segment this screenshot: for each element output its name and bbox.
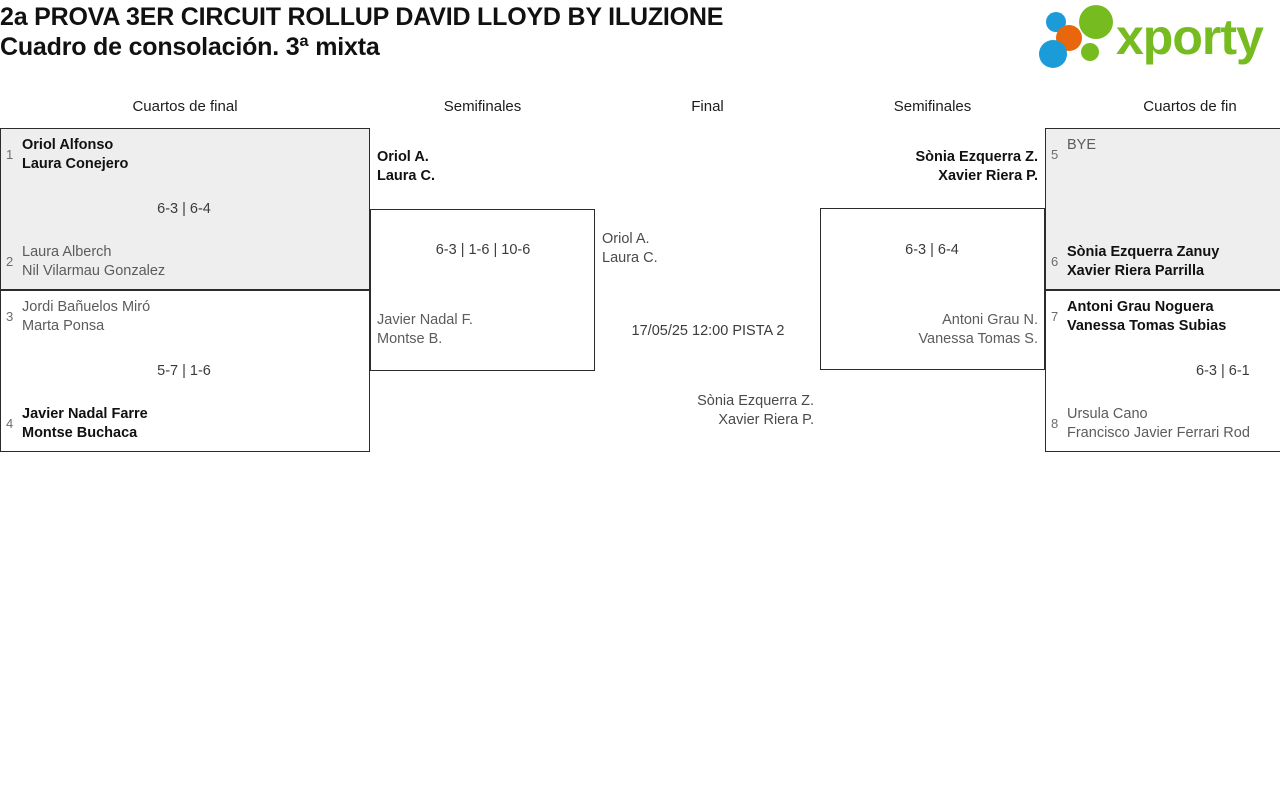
player-1: Oriol Alfonso [22, 137, 114, 153]
team-names: Oriol A. Laura C. [602, 230, 658, 268]
team-qf1-top[interactable]: 1 Oriol Alfonso Laura Conejero [6, 136, 362, 174]
column-header-qf-left: Cuartos de final [132, 98, 238, 115]
team-qf3-top[interactable]: 5 BYE [1051, 136, 1280, 164]
match-box-qf2[interactable] [0, 290, 370, 452]
seed-number: 6 [1051, 254, 1059, 269]
match-box-qf3[interactable] [1045, 128, 1280, 290]
team-names: Laura Alberch Nil Vilarmau Gonzalez [22, 243, 165, 281]
player-2: Laura C. [602, 250, 658, 266]
seed-number: 5 [1051, 147, 1059, 162]
player-2: Montse B. [377, 331, 443, 347]
seed-number: 7 [1051, 309, 1059, 324]
column-header-sf-left: Semifinales [443, 98, 522, 115]
player-1: Javier Nadal F. [377, 312, 473, 328]
player-1: Sònia Ezquerra Z. [697, 393, 814, 409]
page-header: 2a PROVA 3ER CIRCUIT ROLLUP DAVID LLOYD … [0, 0, 1280, 90]
score-qf2: 5-7 | 1-6 [157, 363, 211, 379]
team-names: Javier Nadal Farre Montse Buchaca [22, 405, 148, 443]
score-final: 17/05/25 12:00 PISTA 2 [631, 323, 785, 339]
score-qf1: 6-3 | 6-4 [157, 201, 211, 217]
team-sf-left-top[interactable]: Oriol A. Laura C. [377, 148, 589, 186]
team-names: Antoni Grau Noguera Vanessa Tomas Subias [1067, 298, 1226, 336]
seed-number: 8 [1051, 416, 1059, 431]
player-1: Sònia Ezquerra Zanuy [1067, 244, 1220, 260]
team-names: Ursula Cano Francisco Javier Ferrari Rod [1067, 405, 1250, 443]
logo-dot-green-small [1081, 43, 1099, 61]
score-qf4: 6-3 | 6-1 [1196, 363, 1250, 379]
team-qf2-top[interactable]: 3 Jordi Bañuelos Miró Marta Ponsa [6, 298, 362, 336]
team-sf-left-bottom[interactable]: Javier Nadal F. Montse B. [377, 311, 589, 349]
player-1: Oriol A. [377, 149, 429, 165]
column-header-final: Final [691, 98, 724, 115]
team-qf4-top[interactable]: 7 Antoni Grau Noguera Vanessa Tomas Subi… [1051, 298, 1280, 336]
match-box-sf-right[interactable] [820, 208, 1045, 370]
seed-number: 3 [6, 309, 14, 324]
match-box-qf1[interactable] [0, 128, 370, 290]
player-2: Laura C. [377, 168, 436, 184]
team-names: Jordi Bañuelos Miró Marta Ponsa [22, 298, 150, 336]
player-2: Francisco Javier Ferrari Rod [1067, 425, 1250, 441]
team-names: Javier Nadal F. Montse B. [377, 311, 473, 349]
player-1: BYE [1067, 137, 1097, 153]
player-2: Xavier Riera P. [938, 168, 1038, 184]
column-header-qf-right: Cuartos de fin [1143, 98, 1237, 115]
team-names: Oriol A. Laura C. [377, 148, 435, 186]
team-sf-right-top[interactable]: Sònia Ezquerra Z. Xavier Riera P. [826, 148, 1038, 186]
title-block: 2a PROVA 3ER CIRCUIT ROLLUP DAVID LLOYD … [0, 2, 1020, 62]
player-1: Antoni Grau Noguera [1067, 299, 1214, 315]
page-title-line-1: 2a PROVA 3ER CIRCUIT ROLLUP DAVID LLOYD … [0, 3, 724, 31]
seed-number: 1 [6, 147, 14, 162]
logo-dot-green-large [1079, 5, 1113, 39]
score-sf-right: 6-3 | 6-4 [905, 242, 959, 258]
player-2: Xavier Riera Parrilla [1067, 263, 1205, 279]
team-final-bottom[interactable]: Sònia Ezquerra Z. Xavier Riera P. [602, 392, 814, 430]
player-2: Vanessa Tomas S. [918, 331, 1038, 347]
player-1: Laura Alberch [22, 244, 112, 260]
player-1: Sònia Ezquerra Z. [915, 149, 1038, 165]
player-1: Jordi Bañuelos Miró [22, 299, 151, 315]
team-names: Sònia Ezquerra Z. Xavier Riera P. [916, 148, 1038, 186]
player-1: Antoni Grau N. [942, 312, 1038, 328]
score-sf-left: 6-3 | 1-6 | 10-6 [435, 242, 531, 258]
team-qf1-bottom[interactable]: 2 Laura Alberch Nil Vilarmau Gonzalez [6, 243, 362, 281]
team-names: Sònia Ezquerra Z. Xavier Riera P. [697, 392, 814, 430]
player-2: Xavier Riera P. [718, 412, 814, 428]
player-2: Marta Ponsa [22, 318, 105, 334]
team-names: Sònia Ezquerra Zanuy Xavier Riera Parril… [1067, 243, 1219, 281]
team-qf3-bottom[interactable]: 6 Sònia Ezquerra Zanuy Xavier Riera Parr… [1051, 243, 1280, 281]
xporty-logo[interactable]: xporty [1032, 2, 1272, 74]
team-sf-right-bottom[interactable]: Antoni Grau N. Vanessa Tomas S. [826, 311, 1038, 349]
seed-number: 2 [6, 254, 14, 269]
logo-wordmark: xporty [1116, 9, 1264, 65]
logo-dot-blue-top [1046, 12, 1066, 32]
player-1: Ursula Cano [1067, 406, 1148, 422]
seed-number: 4 [6, 416, 14, 431]
xporty-logo-svg: xporty [1039, 5, 1265, 68]
team-final-top[interactable]: Oriol A. Laura C. [602, 230, 814, 268]
match-box-sf-left[interactable] [370, 209, 595, 371]
player-2: Montse Buchaca [22, 425, 138, 441]
team-qf4-bottom[interactable]: 8 Ursula Cano Francisco Javier Ferrari R… [1051, 405, 1280, 443]
column-header-sf-right: Semifinales [893, 98, 972, 115]
page-title-line-2: Cuadro de consolación. 3ª mixta [0, 33, 380, 61]
team-names: BYE [1067, 136, 1096, 155]
logo-dot-blue-bottom [1039, 40, 1067, 68]
team-names: Antoni Grau N. Vanessa Tomas S. [918, 311, 1038, 349]
player-2: Laura Conejero [22, 156, 129, 172]
player-2: Vanessa Tomas Subias [1067, 318, 1227, 334]
team-qf2-bottom[interactable]: 4 Javier Nadal Farre Montse Buchaca [6, 405, 362, 443]
player-1: Oriol A. [602, 231, 650, 247]
team-names: Oriol Alfonso Laura Conejero [22, 136, 128, 174]
player-1: Javier Nadal Farre [22, 406, 148, 422]
match-box-qf4[interactable] [1045, 290, 1280, 452]
player-2: Nil Vilarmau Gonzalez [22, 263, 166, 279]
